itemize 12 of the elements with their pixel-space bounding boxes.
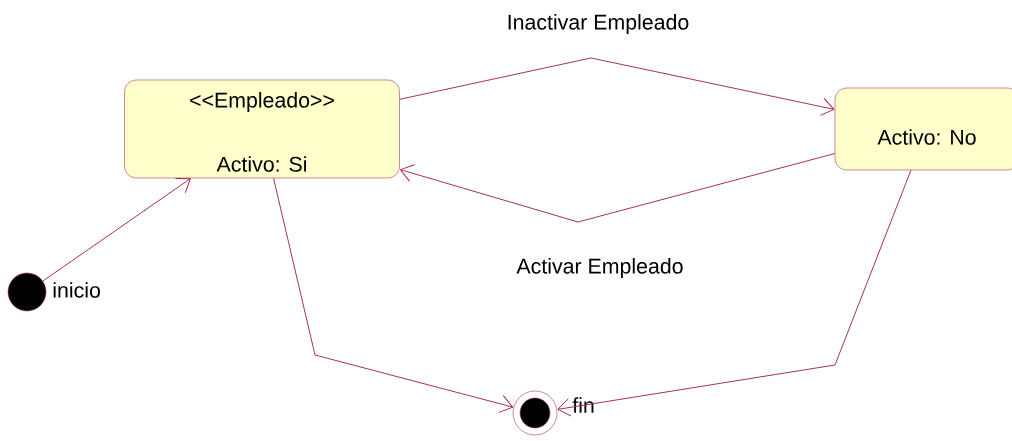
transition-arrow [400, 153, 836, 223]
edge-label: Inactivar Empleado [505, 12, 691, 36]
transition-arrow [557, 169, 912, 417]
initial-state-dot [7, 272, 47, 312]
transition-arrow [399, 57, 835, 116]
state-box: Activo: No [834, 87, 1012, 171]
state-box: <<Empleado>> Activo: Si [124, 79, 400, 179]
state-label: inicio [53, 282, 100, 298]
transition-arrow [42, 177, 191, 282]
final-state-symbol [512, 390, 558, 436]
edge-label: Activar Empleado [515, 256, 685, 280]
transition-arrow [273, 177, 514, 413]
